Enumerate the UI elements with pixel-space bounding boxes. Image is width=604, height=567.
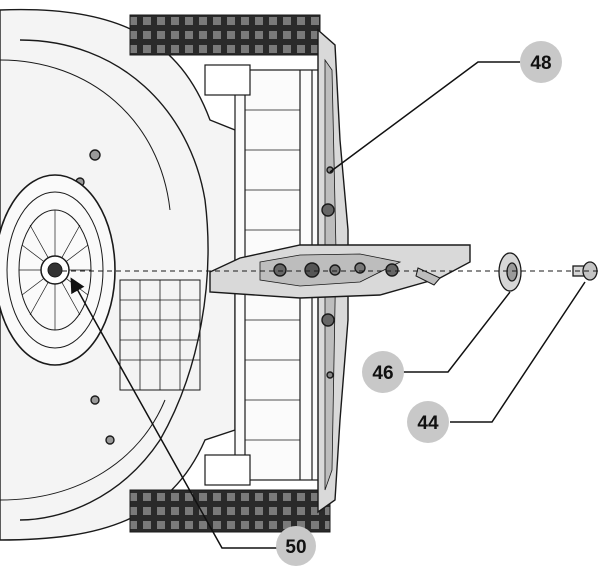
callout-badge (276, 526, 316, 566)
leader-50 (70, 277, 278, 549)
callout-badge (520, 41, 562, 83)
bottom-track (129, 489, 331, 533)
horizontal-blade-part-48 (209, 244, 471, 299)
leader-48 (329, 61, 520, 173)
leader-lines (70, 61, 586, 549)
washer-part-46 (498, 252, 522, 292)
motor-hub (0, 174, 116, 366)
mower-housing (0, 8, 236, 541)
callout-48: 48 (520, 41, 562, 83)
top-track (129, 14, 321, 56)
callout-label: 46 (372, 363, 393, 384)
callout-label: 48 (530, 53, 551, 74)
callout-46: 46 (362, 351, 404, 393)
callout-badge (362, 351, 404, 393)
callout-label: 44 (417, 413, 439, 434)
leader-44 (450, 281, 586, 423)
callout-44: 44 (407, 401, 449, 443)
callout-label: 50 (285, 537, 306, 558)
callout-50: 50 (276, 526, 316, 566)
callout-badge (407, 401, 449, 443)
leader-46 (402, 291, 511, 373)
